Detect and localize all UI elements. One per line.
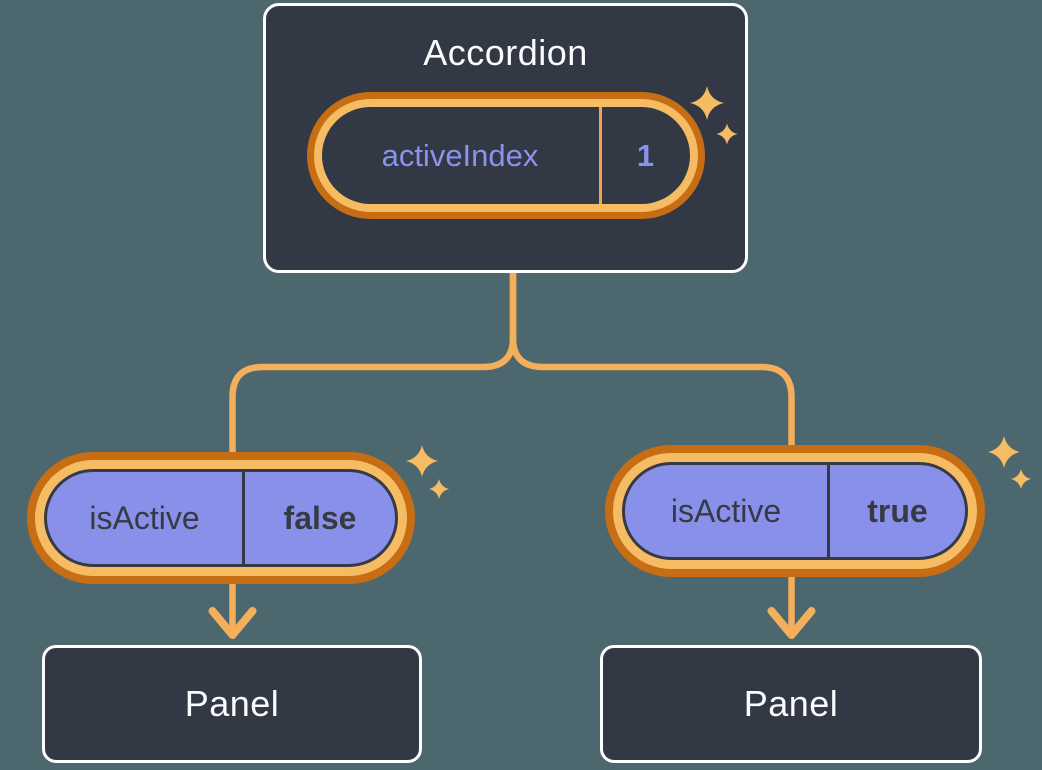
state-pill-value: 1 <box>598 107 690 204</box>
prop-pill-right-body: isActive true <box>622 462 968 560</box>
prop-pill-right: isActive true <box>605 445 985 577</box>
prop-pill-left: isActive false <box>27 452 415 584</box>
state-pill: activeIndex 1 <box>306 92 705 219</box>
prop-pill-left-body: isActive false <box>44 469 398 567</box>
state-pill-label: activeIndex <box>381 137 539 173</box>
panel-left: Panel <box>42 645 422 763</box>
state-pill-body: activeIndex 1 <box>321 107 690 204</box>
panel-title: Panel <box>743 683 839 724</box>
arrow-down-icon <box>208 607 257 639</box>
prop-pill-value: true <box>827 465 965 557</box>
panel-title: Panel <box>184 683 280 724</box>
prop-pill-label: isActive <box>670 492 782 529</box>
prop-pill-label: isActive <box>89 499 200 536</box>
connector-right-branch <box>509 272 795 632</box>
accordion-box: Accordion activeIndex 1 <box>263 3 748 273</box>
prop-pill-value: false <box>242 472 395 564</box>
panel-right: Panel <box>600 645 982 763</box>
accordion-title: Accordion <box>423 32 588 73</box>
arrow-down-icon <box>767 607 816 639</box>
